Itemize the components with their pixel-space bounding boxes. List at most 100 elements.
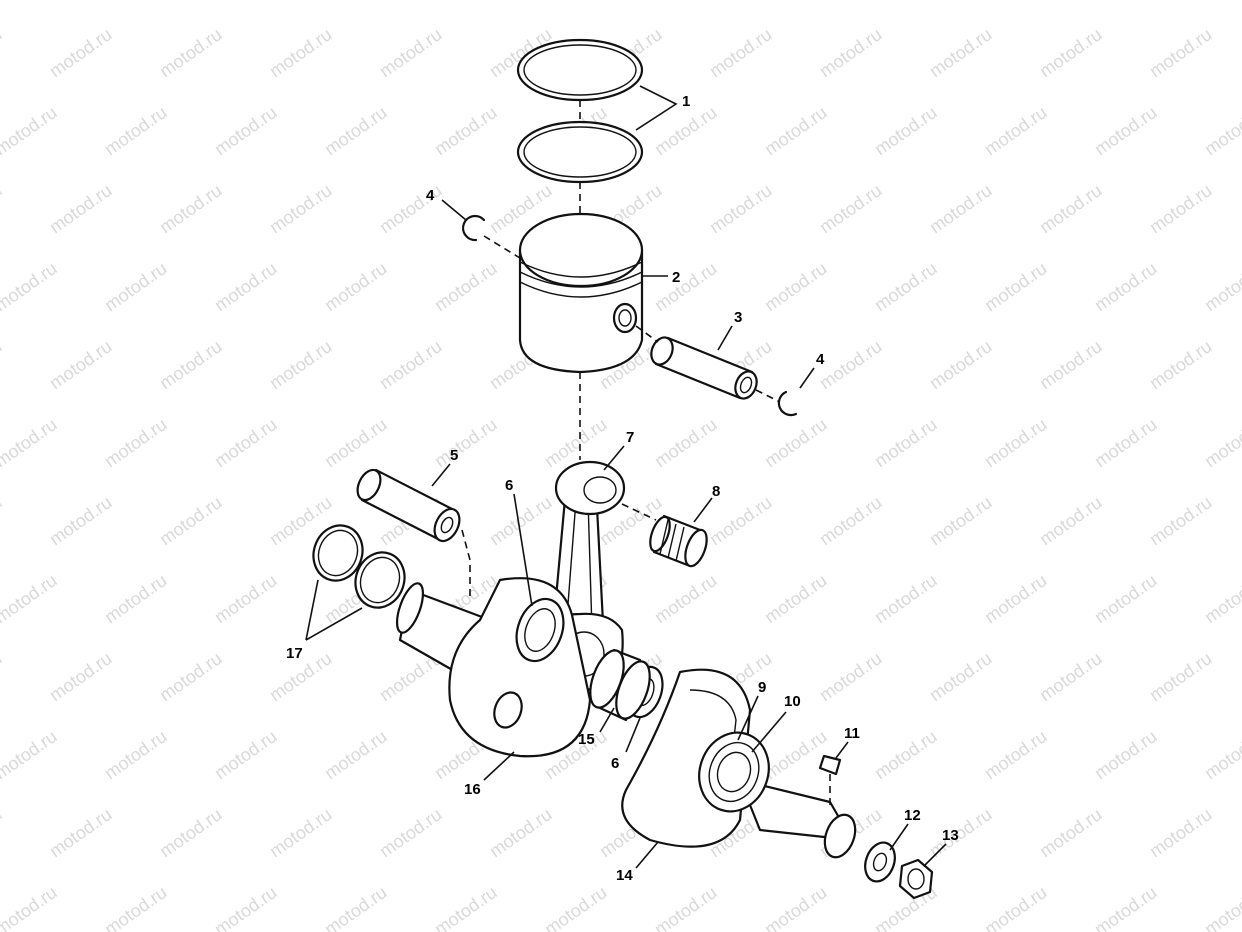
watermark-text: motod.ru — [211, 102, 281, 159]
watermark-text: motod.ru — [871, 726, 941, 783]
crankshaft-right-half — [621, 668, 857, 859]
watermark-text: motod.ru — [1146, 492, 1216, 549]
watermark-text: motod.ru — [1201, 726, 1242, 783]
watermark-text: motod.ru — [101, 258, 171, 315]
watermark-text: motod.ru — [376, 336, 446, 393]
watermark-text: motod.ru — [321, 726, 391, 783]
watermark-text: motod.ru — [981, 258, 1051, 315]
watermark-text: motod.ru — [1036, 492, 1106, 549]
watermark-text: motod.ru — [706, 492, 776, 549]
pin-axis-line-2 — [755, 389, 781, 403]
watermark-text: motod.ru — [321, 414, 391, 471]
callouts: 1 2 3 4 4 5 6 6 7 8 9 10 11 12 13 14 15 … — [286, 93, 959, 884]
callout-5: 5 — [450, 447, 458, 464]
watermark-text: motod.ru — [486, 804, 556, 861]
watermark-text: motod.ru — [266, 804, 336, 861]
watermark-text: motod.ru — [871, 258, 941, 315]
watermark-text: motod.ru — [871, 102, 941, 159]
watermark-text: motod.ru — [706, 180, 776, 237]
watermark-text: motod.ru — [1091, 882, 1161, 932]
watermark-text: motod.ru — [46, 24, 116, 81]
watermark-text: motod.ru — [431, 882, 501, 932]
watermark-text: motod.ru — [1201, 882, 1242, 932]
watermark-text: motod.ru — [266, 24, 336, 81]
pin-axis-line-1 — [635, 325, 659, 343]
watermark-text: motod.ru — [1146, 804, 1216, 861]
watermark-text: motod.ru — [1201, 0, 1242, 3]
piston — [518, 212, 644, 374]
piston-ring-upper — [516, 38, 644, 102]
watermark-text: motod.ru — [706, 24, 776, 81]
callout-14: 14 — [616, 867, 633, 884]
watermark-text: motod.ru — [816, 492, 886, 549]
watermark-text: motod.ru — [1201, 102, 1242, 159]
callout-17: 17 — [286, 645, 303, 662]
watermark-text: motod.ru — [926, 336, 996, 393]
callout-11: 11 — [844, 725, 860, 742]
watermark-text: motod.ru — [211, 258, 281, 315]
watermark-text: motod.ru — [0, 102, 60, 159]
callout-15: 15 — [578, 731, 595, 748]
callout-8: 8 — [712, 483, 720, 500]
watermark-text: motod.ru — [1036, 648, 1106, 705]
callout-4-left: 4 — [426, 187, 435, 204]
watermark-text: motod.ru — [211, 882, 281, 932]
watermark-text: motod.ru — [651, 102, 721, 159]
watermark-text: motod.ru — [156, 180, 226, 237]
watermark-text: motod.ru — [0, 648, 5, 705]
watermark-text: motod.ru — [1091, 726, 1161, 783]
watermark-text: motod.ru — [101, 882, 171, 932]
watermark-text: motod.ru — [0, 180, 5, 237]
watermark-text: motod.ru — [541, 0, 611, 3]
watermark-text: motod.ru — [156, 336, 226, 393]
watermark-text: motod.ru — [1036, 336, 1106, 393]
watermark-text: motod.ru — [1146, 24, 1216, 81]
watermark-text: motod.ru — [211, 726, 281, 783]
watermark-text: motod.ru — [1036, 24, 1106, 81]
watermark-text: motod.ru — [156, 804, 226, 861]
watermark-text: motod.ru — [321, 0, 391, 3]
watermark-text: motod.ru — [321, 258, 391, 315]
watermark-text: motod.ru — [0, 258, 60, 315]
watermark-text: motod.ru — [761, 0, 831, 3]
crank-pin — [356, 468, 461, 543]
watermark-text: motod.ru — [981, 882, 1051, 932]
watermark-text: motod.ru — [871, 570, 941, 627]
watermark-text: motod.ru — [1146, 336, 1216, 393]
crankshaft-left-half — [395, 577, 592, 758]
watermark-text: motod.ru — [101, 102, 171, 159]
watermark-text: motod.ru — [926, 180, 996, 237]
hex-nut — [898, 858, 934, 900]
watermark-text: motod.ru — [1036, 180, 1106, 237]
watermark-text: motod.ru — [0, 24, 5, 81]
watermark-text: motod.ru — [761, 258, 831, 315]
watermark-text: motod.ru — [156, 648, 226, 705]
watermark-text: motod.ru — [1091, 258, 1161, 315]
watermark-text: motod.ru — [1091, 414, 1161, 471]
watermark-text: motod.ru — [0, 336, 5, 393]
watermark-text: motod.ru — [266, 180, 336, 237]
watermark-text: motod.ru — [1091, 570, 1161, 627]
watermark-text: motod.ru — [926, 492, 996, 549]
watermark-text: motod.ru — [651, 570, 721, 627]
small-end-needle-bearing — [649, 514, 708, 568]
watermark-text: motod.ru — [321, 102, 391, 159]
watermark-text: motod.ru — [1091, 102, 1161, 159]
watermark-text: motod.ru — [211, 570, 281, 627]
watermark-text: motod.ru — [1036, 804, 1106, 861]
watermark-text: motod.ru — [981, 102, 1051, 159]
watermark-text: motod.ru — [0, 726, 60, 783]
watermark-text: motod.ru — [541, 882, 611, 932]
callout-3: 3 — [734, 309, 742, 326]
watermark-text: motod.ru — [761, 726, 831, 783]
watermark-text: motod.ru — [1091, 0, 1161, 3]
watermark-text: motod.ru — [816, 648, 886, 705]
watermark-text: motod.ru — [0, 414, 60, 471]
piston-pin — [650, 336, 758, 400]
watermark-text: motod.ru — [1146, 180, 1216, 237]
watermark-text: motod.ru — [981, 570, 1051, 627]
watermark-text: motod.ru — [431, 102, 501, 159]
callout-16: 16 — [464, 781, 481, 798]
watermark-text: motod.ru — [871, 414, 941, 471]
watermark-text: motod.ru — [211, 0, 281, 3]
